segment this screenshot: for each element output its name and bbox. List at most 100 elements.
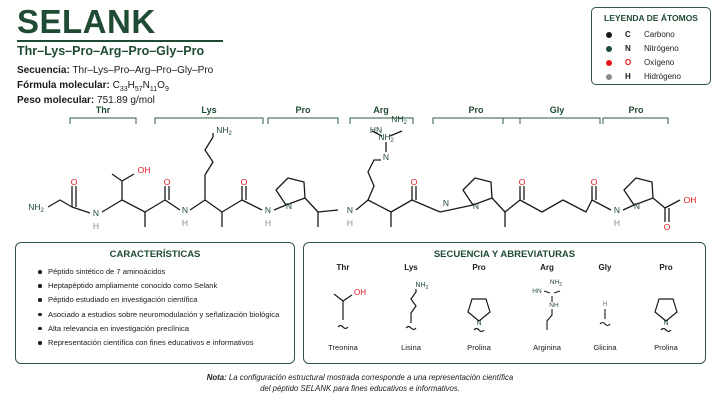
legend-item-hydrogen: H Hidrógeno xyxy=(606,71,681,82)
weight-label: Peso molecular: xyxy=(17,95,95,106)
lysine-structure-icon: NH2 xyxy=(405,282,429,331)
residue-label-thr: Thr xyxy=(96,105,111,115)
hydrogen-label: H xyxy=(93,221,99,231)
oxygen-label: O xyxy=(411,177,418,187)
characteristics-panel: CARACTERÍSTICAS Péptido sintético de 7 a… xyxy=(15,242,295,364)
svg-text:NH: NH xyxy=(549,302,559,309)
bracket-thr xyxy=(69,117,137,124)
svg-text:NH2: NH2 xyxy=(416,282,429,291)
sequence-item-gly: Gly H Glicina xyxy=(570,263,640,352)
residue-label-arg: Arg xyxy=(373,105,389,115)
hydrogen-dot-icon xyxy=(606,73,612,80)
bullet-icon xyxy=(38,298,42,302)
list-item: Asociado a estudios sobre neuromodulació… xyxy=(38,308,279,322)
oxygen-label: O xyxy=(71,177,78,187)
legend-title: LEYENDA DE ÁTOMOS xyxy=(604,13,698,23)
backbone-bonds xyxy=(47,130,681,227)
bracket-lys xyxy=(154,117,264,124)
bracket-pro-1 xyxy=(267,117,339,124)
hydrogen-label: H xyxy=(347,218,353,228)
svg-text:N: N xyxy=(476,320,481,327)
glycine-structure-icon: H xyxy=(599,301,611,327)
arg-hn-label: HN xyxy=(370,125,382,135)
threonine-structure-icon: OH xyxy=(333,288,366,330)
characteristics-list: Péptido sintético de 7 aminoácidos Hepta… xyxy=(38,265,279,350)
list-item: Péptido sintético de 7 aminoácidos xyxy=(38,265,279,279)
nitrogen-label: N xyxy=(473,201,479,211)
svg-text:NH2: NH2 xyxy=(550,279,562,288)
nitrogen-label: N xyxy=(182,205,188,215)
formula-label: Fórmula molecular: xyxy=(17,80,110,91)
residue-label-pro-1: Pro xyxy=(295,105,311,115)
residue-label-pro-3: Pro xyxy=(628,105,644,115)
bullet-icon xyxy=(38,312,42,317)
nitrogen-dot-icon xyxy=(606,45,612,52)
bracket-gly xyxy=(502,117,601,124)
oxygen-label: O xyxy=(164,177,171,187)
weight-line: Peso molecular: 751.89 g/mol xyxy=(17,95,155,106)
hydrogen-label: H xyxy=(614,218,620,228)
nitrogen-label: N xyxy=(443,198,449,208)
atom-labels: NH2 O N H OH O N H NH2 O N H N N H N NH2… xyxy=(28,114,696,232)
list-item: Alta relevancia en investigación preclín… xyxy=(38,322,279,336)
svg-text:HN: HN xyxy=(532,288,542,295)
selank-structure: Thr Lys Pro Arg Pro Gly Pro xyxy=(28,105,696,232)
note-label: Nota: xyxy=(206,373,227,382)
sequence-item-pro-1: Pro N Prolina xyxy=(444,263,514,352)
proline-structure-icon: N xyxy=(467,298,491,333)
list-item: Péptido estudiado en investigación cient… xyxy=(38,293,279,307)
arginine-structure-icon: NH2 HN NH xyxy=(532,279,562,330)
sequence-item-thr: Thr OH Treonina xyxy=(308,263,378,352)
oxygen-label: O xyxy=(241,177,248,187)
page-title: SELANK xyxy=(17,3,156,40)
oxygen-label: O xyxy=(519,177,526,187)
oxygen-label: O xyxy=(664,222,671,232)
nitrogen-label: N xyxy=(383,152,389,162)
list-item: Heptapéptido ampliamente conocido como S… xyxy=(38,279,279,293)
nitrogen-label: N xyxy=(634,201,640,211)
bullet-icon xyxy=(38,284,42,288)
svg-text:OH: OH xyxy=(354,288,366,297)
sequence-item-lys: Lys NH2 Lisina xyxy=(376,263,446,352)
characteristics-title: CARACTERÍSTICAS xyxy=(109,249,201,260)
atom-legend: LEYENDA DE ÁTOMOS C Carbono N Nitrógeno … xyxy=(591,7,711,85)
note-line-2: del péptido SELANK para fines educativos… xyxy=(260,384,460,393)
sequence-panel-title: SECUENCIA Y ABREVIATURAS xyxy=(433,249,576,260)
weight-value: 751.89 g/mol xyxy=(97,95,155,106)
arg-nh2-label: NH2 xyxy=(391,114,407,126)
sequence-item-arg: Arg NH2 HN NH Arginina xyxy=(512,263,582,352)
title-underline xyxy=(17,40,223,42)
bullet-icon xyxy=(38,341,42,345)
sequence-panel: SECUENCIA Y ABREVIATURAS Thr OH Treonina… xyxy=(303,242,706,364)
bullet-icon xyxy=(38,270,42,274)
nitrogen-label: N xyxy=(614,205,620,215)
legend-item-carbon: C Carbono xyxy=(606,29,675,40)
residue-label-gly: Gly xyxy=(550,105,565,115)
hydrogen-label: H xyxy=(265,218,271,228)
svg-text:H: H xyxy=(602,301,607,308)
legend-item-nitrogen: N Nitrógeno xyxy=(606,43,679,54)
formula-line: Fórmula molecular: C33H57N11O9 xyxy=(17,80,169,93)
footer-note: Nota: La configuración estructural mostr… xyxy=(0,372,720,394)
lys-amine-label: NH2 xyxy=(216,125,232,137)
oxygen-label: O xyxy=(591,177,598,187)
c-terminus-hydroxyl-label: OH xyxy=(684,195,697,205)
nitrogen-label: N xyxy=(93,208,99,218)
bullet-icon xyxy=(38,326,42,331)
sequence-value: Thr–Lys–Pro–Arg–Pro–Gly–Pro xyxy=(72,65,214,76)
arg-guanidine-label: NH2 xyxy=(378,132,394,144)
proline-structure-icon: N xyxy=(654,298,678,333)
sequence-item-pro-2: Pro N Prolina xyxy=(631,263,701,352)
svg-text:N: N xyxy=(663,320,668,327)
nitrogen-label: N xyxy=(265,205,271,215)
bracket-pro-2 xyxy=(432,117,521,124)
nitrogen-label: N xyxy=(286,201,292,211)
sequence-line: Secuencia: Thr–Lys–Pro–Arg–Pro–Gly–Pro xyxy=(17,65,213,76)
n-terminus-label: NH2 xyxy=(28,202,44,214)
note-line-1: La configuración estructural mostrada co… xyxy=(228,373,514,382)
hydrogen-label: H xyxy=(182,218,188,228)
legend-item-oxygen: O Oxígeno xyxy=(606,57,674,68)
formula-value: C33H57N11O9 xyxy=(112,80,169,93)
sequence-label: Secuencia: xyxy=(17,65,70,76)
thr-hydroxyl-label: OH xyxy=(138,165,151,175)
